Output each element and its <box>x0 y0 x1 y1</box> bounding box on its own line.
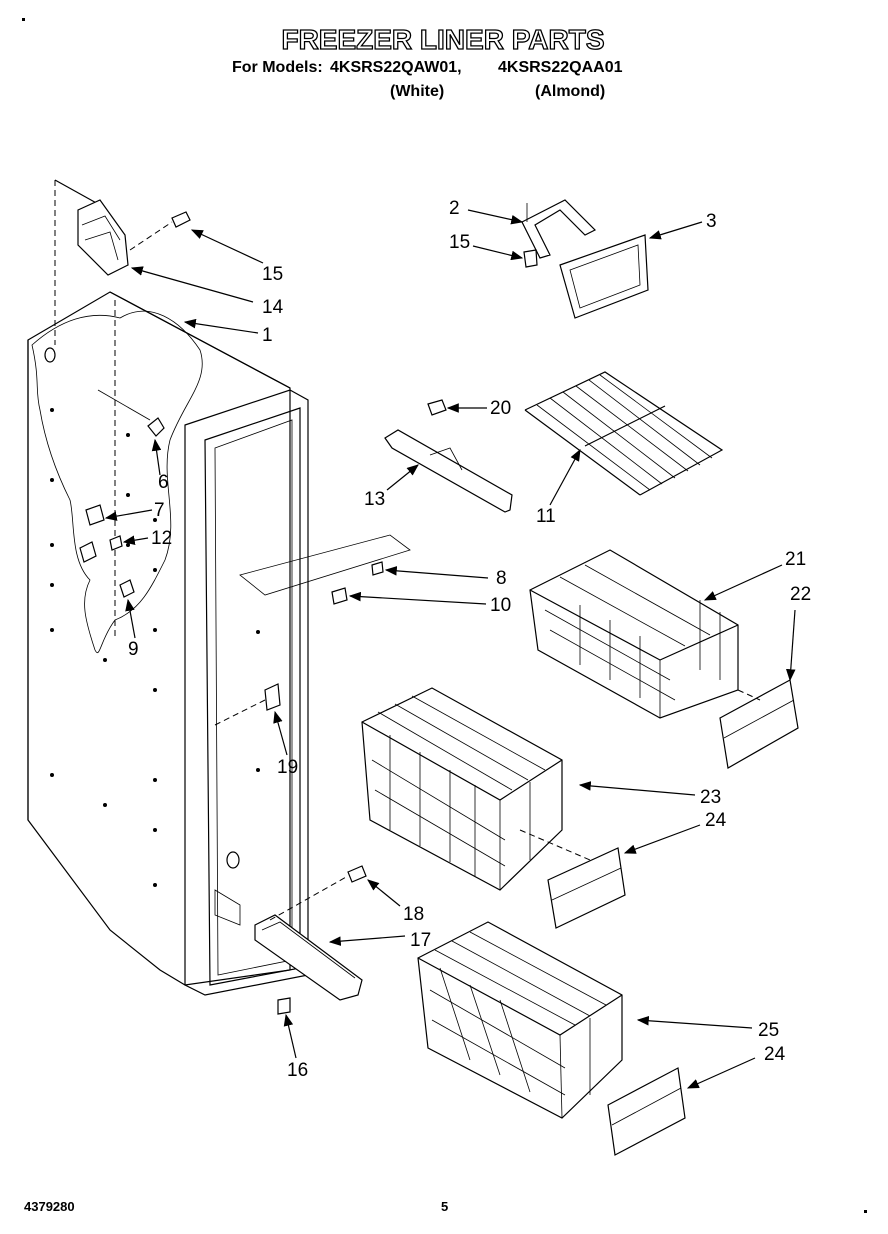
part-23-basket <box>361 687 563 891</box>
callout-14: 14 <box>262 297 284 318</box>
callout-9: 9 <box>128 639 139 660</box>
callout-19: 19 <box>277 757 298 778</box>
document-number: 4379280 <box>24 1199 75 1214</box>
part-6 <box>147 417 165 437</box>
callout-24-upper: 24 <box>705 810 727 831</box>
part-24-handle-upper <box>519 829 626 929</box>
page-title: FREEZER LINER PARTS <box>281 24 604 55</box>
part-2-bracket <box>521 199 597 259</box>
callout-22: 22 <box>790 584 811 605</box>
part-8-housing <box>239 534 411 596</box>
part-19-switch <box>214 683 281 726</box>
callout-24-lower: 24 <box>764 1044 786 1065</box>
part-15-screw-left <box>129 211 191 251</box>
part-13-shelf-support <box>384 429 513 513</box>
callout-15-right: 15 <box>449 232 470 253</box>
callout-2: 2 <box>449 198 460 219</box>
callout-13: 13 <box>364 489 385 510</box>
callout-16: 16 <box>287 1060 308 1081</box>
part-10-socket <box>331 587 348 605</box>
callout-25: 25 <box>758 1020 779 1041</box>
callout-7: 7 <box>154 500 165 521</box>
part-7 <box>85 504 105 526</box>
part-3-cover <box>559 234 649 319</box>
callout-arrows <box>104 209 796 1089</box>
callout-8: 8 <box>496 568 507 589</box>
page-number: 5 <box>441 1199 448 1214</box>
callout-1: 1 <box>262 325 273 346</box>
part-14-bracket <box>77 199 129 276</box>
part-12 <box>79 535 123 563</box>
part-24-handle-lower <box>607 1067 686 1156</box>
part-9 <box>119 579 135 598</box>
part-18-screw <box>269 865 367 921</box>
part-20-screw <box>427 399 447 416</box>
model-number-almond: 4KSRS22QAA01 <box>498 59 623 76</box>
part-15-screw-right <box>523 249 538 268</box>
callout-20: 20 <box>490 398 511 419</box>
callout-12: 12 <box>151 528 172 549</box>
color-almond-label: (Almond) <box>535 83 605 100</box>
part-22-handle <box>719 679 799 769</box>
color-white-label: (White) <box>390 83 444 100</box>
callout-21: 21 <box>785 549 806 570</box>
part-16-plug <box>277 997 291 1015</box>
callout-18: 18 <box>403 904 424 925</box>
part-25-basket <box>417 921 623 1119</box>
part-21-basket <box>529 549 739 719</box>
callout-10: 10 <box>490 595 511 616</box>
part-17-kick-plate <box>254 914 363 1001</box>
registration-mark <box>22 18 25 21</box>
callout-11: 11 <box>536 506 556 527</box>
callout-23: 23 <box>700 787 721 808</box>
callout-17: 17 <box>410 930 431 951</box>
registration-mark <box>864 1210 867 1213</box>
models-label: For Models: <box>232 59 323 76</box>
callout-15: 15 <box>262 264 283 285</box>
model-number-white: 4KSRS22QAW01, <box>330 59 462 76</box>
callout-labels: 15 14 1 2 15 3 20 13 11 6 7 12 9 8 10 19… <box>128 198 811 1081</box>
part-11-wire-shelf <box>524 371 724 496</box>
callout-6: 6 <box>158 472 169 493</box>
callout-3: 3 <box>706 211 717 232</box>
